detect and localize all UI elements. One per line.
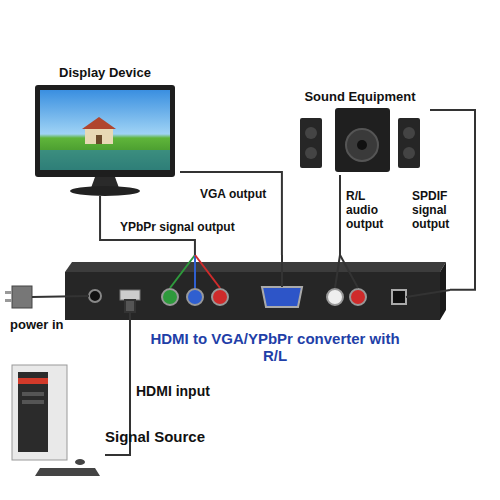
converter-illustration [65, 262, 446, 320]
power-adapter [5, 286, 89, 308]
cable-connector [180, 172, 282, 255]
cable-label: R/L audio output [346, 190, 394, 231]
cable-label: YPbPr signal output [120, 221, 270, 235]
speaker-illustration [300, 108, 420, 172]
port-label: power in [10, 318, 80, 333]
node-heading: Sound Equipment [290, 90, 430, 105]
port-cables [125, 255, 450, 375]
pc-illustration [12, 365, 100, 476]
display-device: Display Device [30, 66, 180, 196]
node-heading: HDMI to VGA/YPbPr converter with R/L [150, 330, 400, 365]
sound-equipment: Sound Equipment [290, 90, 430, 175]
node-heading: Display Device [30, 66, 180, 81]
node-heading: Signal Source [105, 428, 225, 445]
cable-connector [339, 175, 341, 255]
cable-label: HDMI input [136, 383, 246, 399]
monitor-illustration [35, 85, 175, 196]
cable-label: SPDIF signal output [412, 190, 470, 231]
signal-source: Signal Source [5, 355, 105, 475]
cable-label: VGA output [200, 188, 280, 202]
converter-box: HDMI to VGA/YPbPr converter with R/L [60, 255, 450, 375]
